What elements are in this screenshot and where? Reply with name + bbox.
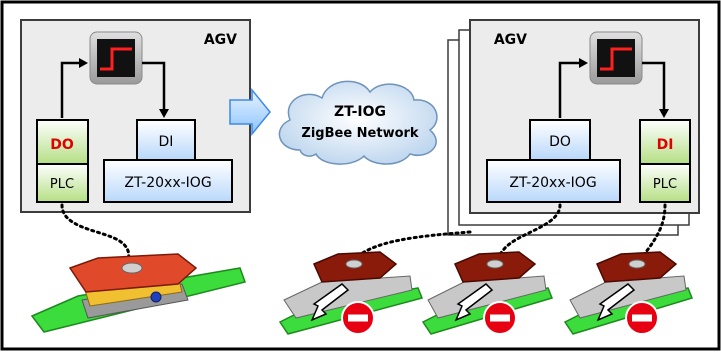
right-di-label: DI — [657, 137, 674, 153]
right-agv-vehicle-1 — [278, 251, 424, 335]
left-to-network-arrow — [229, 87, 271, 137]
warning-arrow — [310, 283, 350, 322]
left-agv-vehicle — [30, 253, 246, 333]
left-do-label: DO — [50, 137, 74, 153]
right-module-label: ZT-20xx-IOG — [509, 175, 596, 191]
left-module-box — [103, 159, 233, 203]
right-do-box — [529, 119, 591, 161]
left-plc-dotted-link — [60, 203, 131, 264]
right-module-box — [486, 159, 621, 203]
step-signal-icon — [600, 47, 632, 71]
step-signal-icon — [100, 47, 132, 71]
right-signal-box — [589, 31, 643, 85]
left-agv-title: AGV — [204, 32, 237, 48]
zigbee-network-cloud: ZT-IOG ZigBee Network — [278, 80, 438, 165]
right-agv-stack: AGV DO ZT-20xx-IOG DI PLC — [447, 19, 700, 236]
right-plc-box — [639, 163, 691, 203]
left-plc-box — [36, 163, 89, 203]
right-do-to-signal-arrow — [558, 61, 580, 118]
right-agv-title: AGV — [494, 32, 527, 48]
left-agv-panel: AGV DO PLC DI ZT-20xx-IOG — [20, 19, 251, 213]
right-do-label: DO — [549, 134, 571, 150]
left-plc-label: PLC — [50, 177, 74, 192]
right-agv-vehicle-2 — [421, 251, 554, 335]
network-line2: ZigBee Network — [301, 126, 419, 141]
right-plc-label: PLC — [653, 177, 677, 192]
left-module-label: ZT-20xx-IOG — [124, 175, 211, 191]
warning-arrow — [596, 283, 636, 322]
left-do-box — [36, 119, 89, 165]
right-agv-vehicle-3 — [563, 251, 694, 335]
left-signal-box — [89, 31, 143, 85]
network-line1: ZT-IOG — [334, 104, 386, 120]
left-di-label: DI — [159, 134, 174, 150]
right-signal-to-di-arrow — [642, 61, 666, 110]
warning-arrow — [454, 283, 494, 322]
left-signal-to-di-arrow — [142, 61, 166, 110]
left-do-to-signal-arrow — [60, 61, 80, 118]
